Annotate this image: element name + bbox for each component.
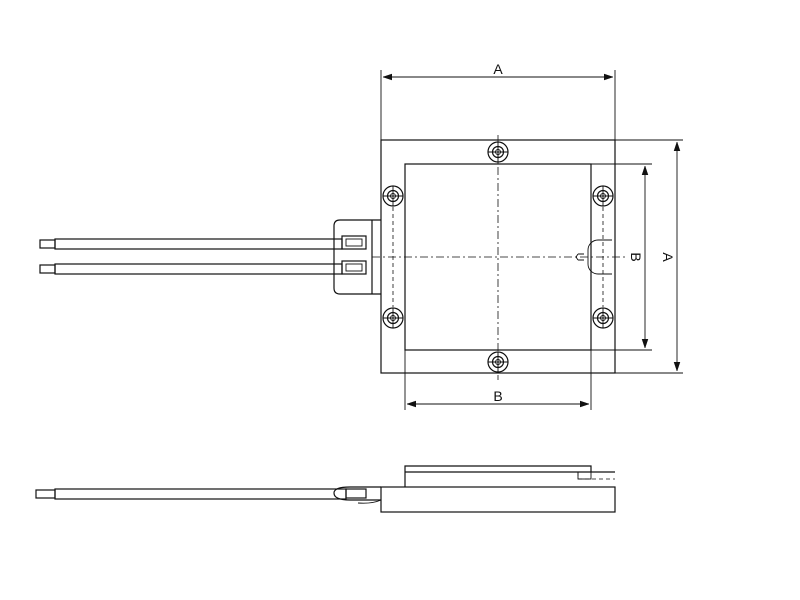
top-view: A B B A	[39, 61, 683, 410]
lead-wire	[39, 238, 343, 250]
dimension-bottom-b: B	[404, 350, 592, 410]
dimension-label: A	[493, 61, 503, 77]
side-cable-clamp	[333, 486, 381, 501]
side-raised-pad	[404, 465, 615, 487]
side-lead-wire	[54, 488, 347, 500]
lead-wire	[39, 263, 343, 275]
dimension-top-a: A	[380, 61, 616, 140]
side-view	[35, 465, 616, 513]
cable-clamp	[333, 219, 381, 295]
sensor-pocket	[587, 239, 612, 275]
dimension-right-a: A	[615, 139, 683, 374]
dimension-label: A	[660, 252, 676, 262]
dimension-label: B	[628, 252, 644, 261]
dimension-right-b: B	[591, 163, 652, 351]
side-base-plate	[380, 486, 616, 513]
dimension-label: B	[493, 388, 502, 404]
